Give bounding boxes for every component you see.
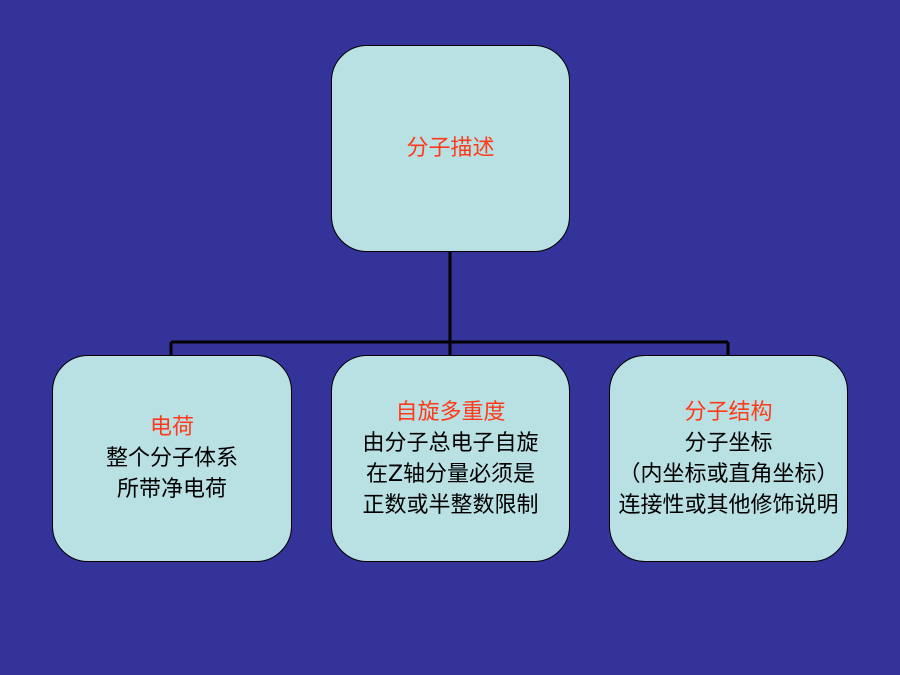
node-title: 分子结构 [684,399,773,425]
node-text: （内坐标或直角坐标） [618,461,839,487]
node-title: 自旋多重度 [395,399,506,425]
node-text: 所带净电荷 [116,477,227,502]
node-text: 由分子总电子自旋 [362,430,539,456]
node-text: 分子坐标 [684,430,773,456]
node-molecular-structure: 分子结构 分子坐标 （内坐标或直角坐标） 连接性或其他修饰说明 [609,355,848,562]
node-text: 在Z轴分量必须是 [365,461,536,487]
node-charge: 电荷 整个分子体系 所带净电荷 [52,355,292,562]
node-spin-multiplicity: 自旋多重度 由分子总电子自旋 在Z轴分量必须是 正数或半整数限制 [331,355,570,562]
node-text: 连接性或其他修饰说明 [618,492,839,518]
root-title: 分子描述 [406,136,495,161]
node-text: 整个分子体系 [105,446,238,471]
node-title: 电荷 [149,415,194,440]
node-text: 正数或半整数限制 [362,492,539,518]
root-node: 分子描述 [331,45,570,252]
